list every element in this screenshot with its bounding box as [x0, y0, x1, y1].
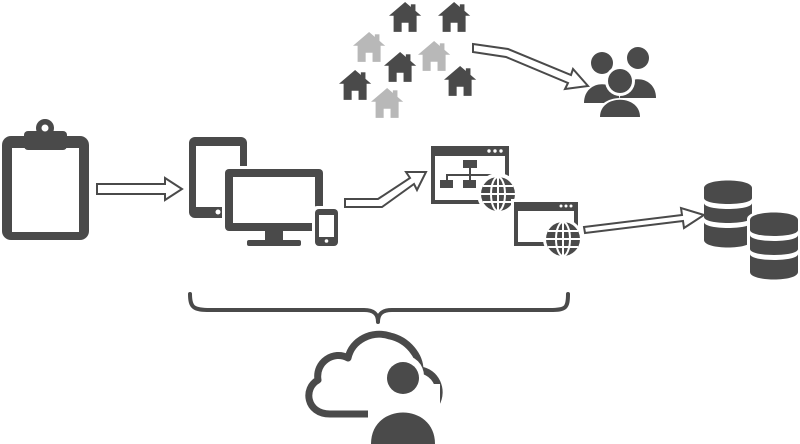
- desktop-monitor-icon: [222, 166, 326, 246]
- house-icon: [438, 2, 471, 32]
- arrow-clipboard-to-devices: [96, 176, 184, 202]
- house-cluster-icon: [339, 2, 477, 118]
- globe-icon: [477, 173, 519, 215]
- house-icon: [444, 66, 477, 96]
- house-icon: [418, 41, 451, 71]
- house-icon: [339, 70, 372, 100]
- arrow-devices-to-web-apps: [344, 171, 428, 208]
- cloud-user-icon: [305, 330, 443, 444]
- arrow-houses-to-users: [472, 42, 590, 91]
- smartphone-icon: [312, 206, 341, 249]
- house-icon: [384, 52, 417, 82]
- user-icon: [371, 362, 435, 444]
- database-icon: [704, 180, 752, 248]
- arrow-web-apps-to-databases: [582, 206, 707, 235]
- globe-icon: [543, 219, 583, 259]
- curly-brace: [188, 292, 570, 324]
- house-icon: [353, 32, 386, 62]
- clipboard-icon: [2, 119, 89, 240]
- multi-device-icon: [189, 137, 341, 249]
- house-icon: [389, 2, 422, 32]
- database-icon: [747, 210, 800, 285]
- web-application-cluster: [431, 146, 583, 259]
- user-group-icon: [584, 47, 656, 119]
- house-icon: [371, 88, 404, 118]
